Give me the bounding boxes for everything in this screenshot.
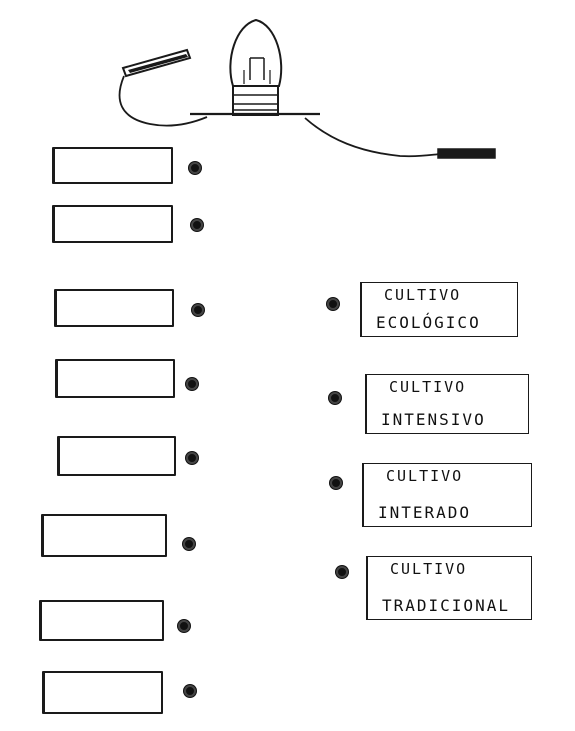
terminal-dot-left-1[interactable] (189, 162, 201, 174)
label-box-3-line1: CULTIVO (386, 467, 464, 485)
label-box-4-line1: CULTIVO (390, 560, 468, 578)
answer-box-5[interactable] (57, 436, 176, 476)
light-bulb (190, 18, 320, 116)
label-box-2-line2: INTENSIVO (381, 409, 486, 429)
label-box-4: CULTIVO TRADICIONAL (366, 556, 532, 620)
answer-box-3[interactable] (54, 289, 174, 327)
answer-box-4[interactable] (55, 359, 175, 398)
terminal-dot-right-4[interactable] (336, 566, 348, 578)
label-box-1: CULTIVO ECOLÓGICO (360, 282, 518, 337)
right-wire (304, 117, 441, 158)
answer-box-1[interactable] (52, 147, 173, 184)
right-probe[interactable] (437, 148, 496, 159)
terminal-dot-left-5[interactable] (186, 452, 198, 464)
terminal-dot-left-6[interactable] (183, 538, 195, 550)
answer-box-8[interactable] (42, 671, 163, 714)
terminal-dot-right-2[interactable] (329, 392, 341, 404)
label-box-3: CULTIVO INTERADO (362, 463, 532, 527)
label-box-3-line2: INTERADO (378, 502, 472, 522)
terminal-dot-left-3[interactable] (192, 304, 204, 316)
answer-box-6[interactable] (41, 514, 167, 557)
label-box-1-line2: ECOLÓGICO (376, 312, 481, 332)
label-box-1-line1: CULTIVO (384, 286, 462, 304)
terminal-dot-left-8[interactable] (184, 685, 196, 697)
terminal-dot-left-7[interactable] (178, 620, 190, 632)
terminal-dot-left-2[interactable] (191, 219, 203, 231)
terminal-dot-right-1[interactable] (327, 298, 339, 310)
answer-box-7[interactable] (39, 600, 164, 641)
label-box-4-line2: TRADICIONAL (382, 595, 510, 615)
terminal-dot-right-3[interactable] (330, 477, 342, 489)
label-box-2: CULTIVO INTENSIVO (365, 374, 529, 434)
label-box-2-line1: CULTIVO (389, 378, 467, 396)
terminal-dot-left-4[interactable] (186, 378, 198, 390)
left-probe[interactable] (121, 48, 192, 78)
answer-box-2[interactable] (52, 205, 173, 243)
left-wire (118, 75, 208, 127)
